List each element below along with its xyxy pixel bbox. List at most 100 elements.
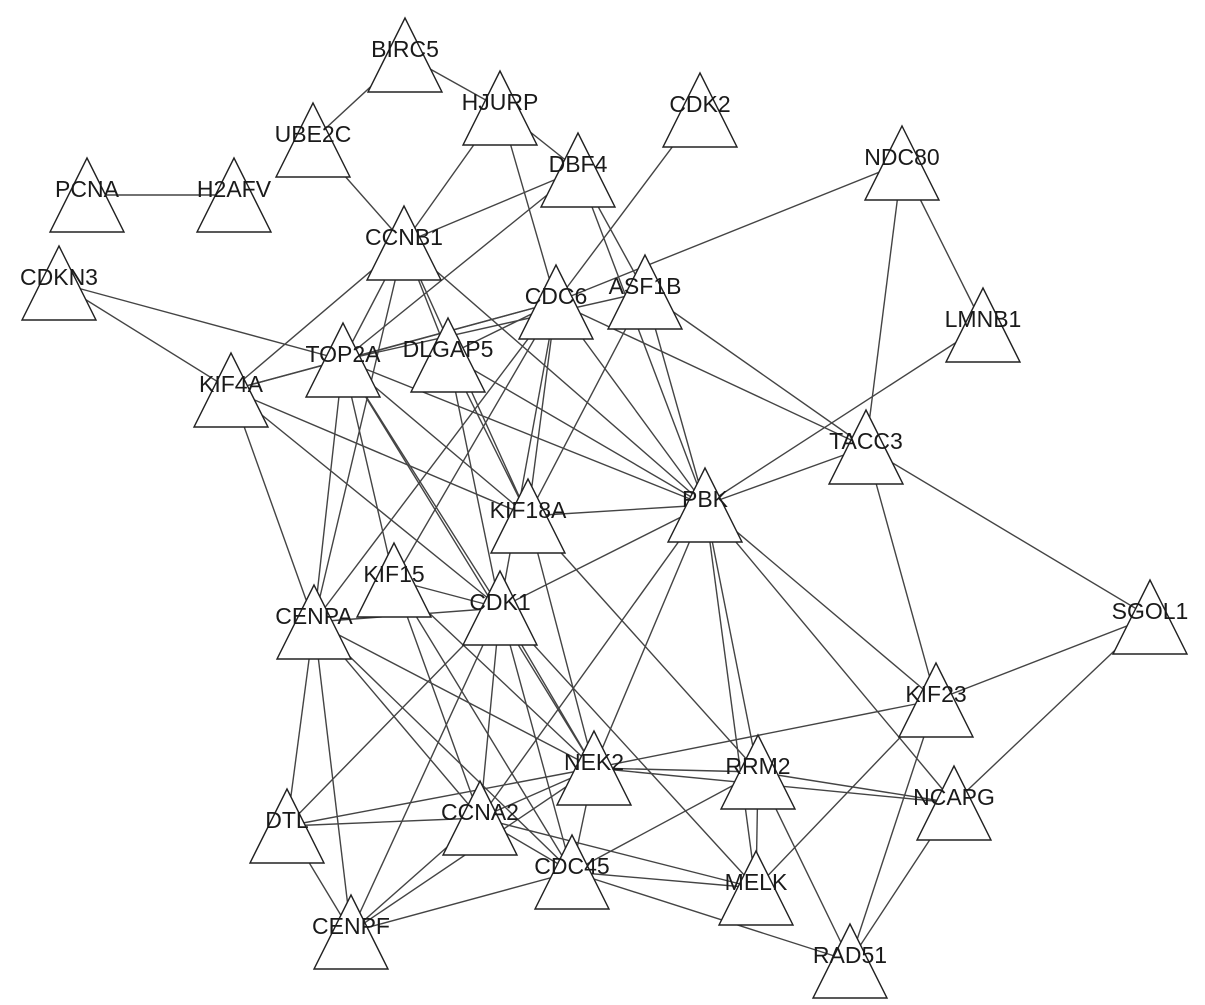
edge-RRM2-NCAPG xyxy=(757,771,955,804)
node-triangle-DLGAP5 xyxy=(409,316,487,393)
node-CENPA[interactable]: CENPA xyxy=(275,583,353,660)
node-label-BIRC5: BIRC5 xyxy=(371,36,439,62)
node-CDKN3[interactable]: CDKN3 xyxy=(20,244,98,321)
edge-CDK1-CENPF xyxy=(350,607,501,933)
edge-DBF4-PBK xyxy=(577,169,706,506)
node-CCNB1[interactable]: CCNB1 xyxy=(365,204,443,281)
node-NEK2[interactable]: NEK2 xyxy=(555,729,633,806)
edge-DTL-CCNA2 xyxy=(286,817,481,827)
node-label-UBE2C: UBE2C xyxy=(275,121,352,147)
edge-DLGAP5-PBK xyxy=(447,354,706,506)
edge-TACC3-PBK xyxy=(704,446,867,506)
node-PBK[interactable]: PBK xyxy=(666,466,744,543)
node-label-HJURP: HJURP xyxy=(462,89,539,115)
edge-CCNB1-CENPA xyxy=(313,242,405,623)
edge-TACC3-KIF23 xyxy=(865,446,937,701)
edge-PBK-RRM2 xyxy=(704,504,759,773)
node-CDC6[interactable]: CDC6 xyxy=(517,263,595,340)
node-label-CDK2: CDK2 xyxy=(669,91,730,117)
node-triangle-NEK2 xyxy=(555,729,633,806)
node-triangle-MELK xyxy=(717,849,795,926)
node-label-MELK: MELK xyxy=(725,869,788,895)
edge-TOP2A-PBK xyxy=(342,359,706,506)
edge-KIF15-CDC45 xyxy=(393,579,573,873)
edge-CCNA2-MELK xyxy=(479,817,757,889)
node-PCNA[interactable]: PCNA xyxy=(48,156,126,233)
node-RAD51[interactable]: RAD51 xyxy=(811,922,889,999)
node-label-CENPA: CENPA xyxy=(275,603,353,629)
node-NDC80[interactable]: NDC80 xyxy=(863,124,941,201)
edge-KIF4A-CENPA xyxy=(230,389,315,623)
node-triangle-HJURP xyxy=(461,69,539,146)
edge-PBK-NCAPG xyxy=(704,504,955,804)
node-triangle-CCNB1 xyxy=(365,204,443,281)
node-label-CDK1: CDK1 xyxy=(469,589,530,615)
edge-KIF15-CCNA2 xyxy=(393,579,481,819)
node-TACC3[interactable]: TACC3 xyxy=(827,408,905,485)
node-triangle-CENPF xyxy=(312,893,390,970)
edge-CDC6-TACC3 xyxy=(555,301,867,448)
edge-CDC6-KIF15 xyxy=(393,301,557,581)
edge-PBK-CCNA2 xyxy=(479,504,706,819)
node-label-CDC6: CDC6 xyxy=(525,283,588,309)
node-triangle-TACC3 xyxy=(827,408,905,485)
node-TOP2A[interactable]: TOP2A xyxy=(304,321,382,398)
node-CCNA2[interactable]: CCNA2 xyxy=(441,779,519,856)
edge-CENPA-CENPF xyxy=(313,621,352,933)
edge-KIF18A-RRM2 xyxy=(527,515,759,773)
node-label-H2AFV: H2AFV xyxy=(197,176,272,202)
node-ASF1B[interactable]: ASF1B xyxy=(606,253,684,330)
node-triangle-RRM2 xyxy=(719,733,797,810)
edge-PBK-MELK xyxy=(704,504,757,889)
edge-RRM2-CDC45 xyxy=(571,771,759,873)
edge-NEK2-DTL xyxy=(286,767,595,827)
node-KIF23[interactable]: KIF23 xyxy=(897,661,975,738)
edge-SGOL1-KIF23 xyxy=(935,616,1151,701)
node-KIF4A[interactable]: KIF4A xyxy=(192,351,270,428)
edge-KIF23-RAD51 xyxy=(849,699,937,962)
node-DLGAP5[interactable]: DLGAP5 xyxy=(403,316,494,393)
node-DBF4[interactable]: DBF4 xyxy=(539,131,617,208)
node-triangle-DBF4 xyxy=(539,131,617,208)
node-BIRC5[interactable]: BIRC5 xyxy=(366,16,444,93)
node-NCAPG[interactable]: NCAPG xyxy=(913,764,995,841)
edge-KIF23-NEK2 xyxy=(593,699,937,769)
node-HJURP[interactable]: HJURP xyxy=(461,69,539,146)
node-CDK1[interactable]: CDK1 xyxy=(461,569,539,646)
node-triangle-CDK1 xyxy=(461,569,539,646)
node-triangle-SGOL1 xyxy=(1111,578,1189,655)
edge-CDC45-MELK xyxy=(571,871,757,889)
edge-KIF4A-KIF18A xyxy=(230,389,529,517)
node-triangle-CCNA2 xyxy=(441,779,519,856)
edge-NEK2-RRM2 xyxy=(593,767,759,773)
node-LMNB1[interactable]: LMNB1 xyxy=(945,286,1022,363)
node-RRM2[interactable]: RRM2 xyxy=(719,733,797,810)
node-label-KIF23: KIF23 xyxy=(905,681,966,707)
node-MELK[interactable]: MELK xyxy=(717,849,795,926)
edge-DBF4-TOP2A xyxy=(342,169,579,361)
edge-ASF1B-TACC3 xyxy=(644,291,867,448)
node-triangle-CDC6 xyxy=(517,263,595,340)
node-CDK2[interactable]: CDK2 xyxy=(661,71,739,148)
node-H2AFV[interactable]: H2AFV xyxy=(195,156,273,233)
edge-CENPA-NEK2 xyxy=(313,621,595,769)
node-label-TOP2A: TOP2A xyxy=(306,341,382,367)
node-CDC45[interactable]: CDC45 xyxy=(533,833,611,910)
node-CENPF[interactable]: CENPF xyxy=(312,893,390,970)
edge-CDKN3-TOP2A xyxy=(58,282,344,361)
edge-CDC45-CENPF xyxy=(350,871,573,933)
node-DTL[interactable]: DTL xyxy=(248,787,326,864)
node-SGOL1[interactable]: SGOL1 xyxy=(1111,578,1189,655)
node-label-CCNA2: CCNA2 xyxy=(441,799,519,825)
edge-NDC80-TACC3 xyxy=(865,162,903,448)
node-KIF15[interactable]: KIF15 xyxy=(355,541,433,618)
node-triangle-CDK2 xyxy=(661,71,739,148)
node-label-CCNB1: CCNB1 xyxy=(365,224,443,250)
node-label-PBK: PBK xyxy=(682,486,729,512)
node-triangle-NDC80 xyxy=(863,124,941,201)
node-triangle-TOP2A xyxy=(304,321,382,398)
node-UBE2C[interactable]: UBE2C xyxy=(275,101,352,178)
node-KIF18A[interactable]: KIF18A xyxy=(490,477,567,554)
node-label-KIF15: KIF15 xyxy=(363,561,424,587)
